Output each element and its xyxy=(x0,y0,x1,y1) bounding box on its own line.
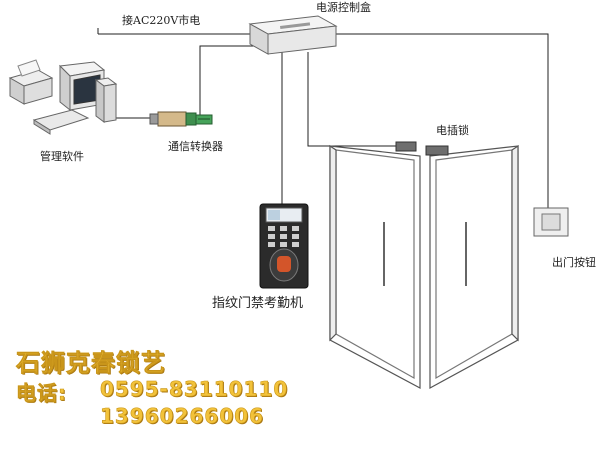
electric-lock-icon xyxy=(395,141,449,156)
computer-icon xyxy=(32,61,118,135)
printer-icon xyxy=(8,59,54,105)
wiring xyxy=(97,28,549,208)
label-power-supply: 接AC220V市电 xyxy=(122,14,201,27)
label-exit-button: 出门按钮 xyxy=(552,256,596,269)
converter-icon xyxy=(149,111,213,127)
power-box-icon xyxy=(248,15,338,55)
label-software: 管理软件 xyxy=(40,150,84,163)
label-power-box: 电源控制盒 xyxy=(316,1,371,14)
label-reader: 指纹门禁考勤机 xyxy=(212,296,304,311)
label-lock: 电插锁 xyxy=(436,124,469,137)
fingerprint-reader-icon xyxy=(259,203,309,289)
door-icon xyxy=(329,144,519,390)
exit-button-icon xyxy=(533,207,569,237)
watermark-phone-label: 电话: xyxy=(16,381,67,406)
label-converter: 通信转换器 xyxy=(168,140,223,153)
watermark-phone2: 13960266006 xyxy=(100,404,265,429)
watermark-phone1: 0595-83110110 xyxy=(100,377,289,402)
watermark-company: 石狮克春锁艺 xyxy=(16,349,166,378)
